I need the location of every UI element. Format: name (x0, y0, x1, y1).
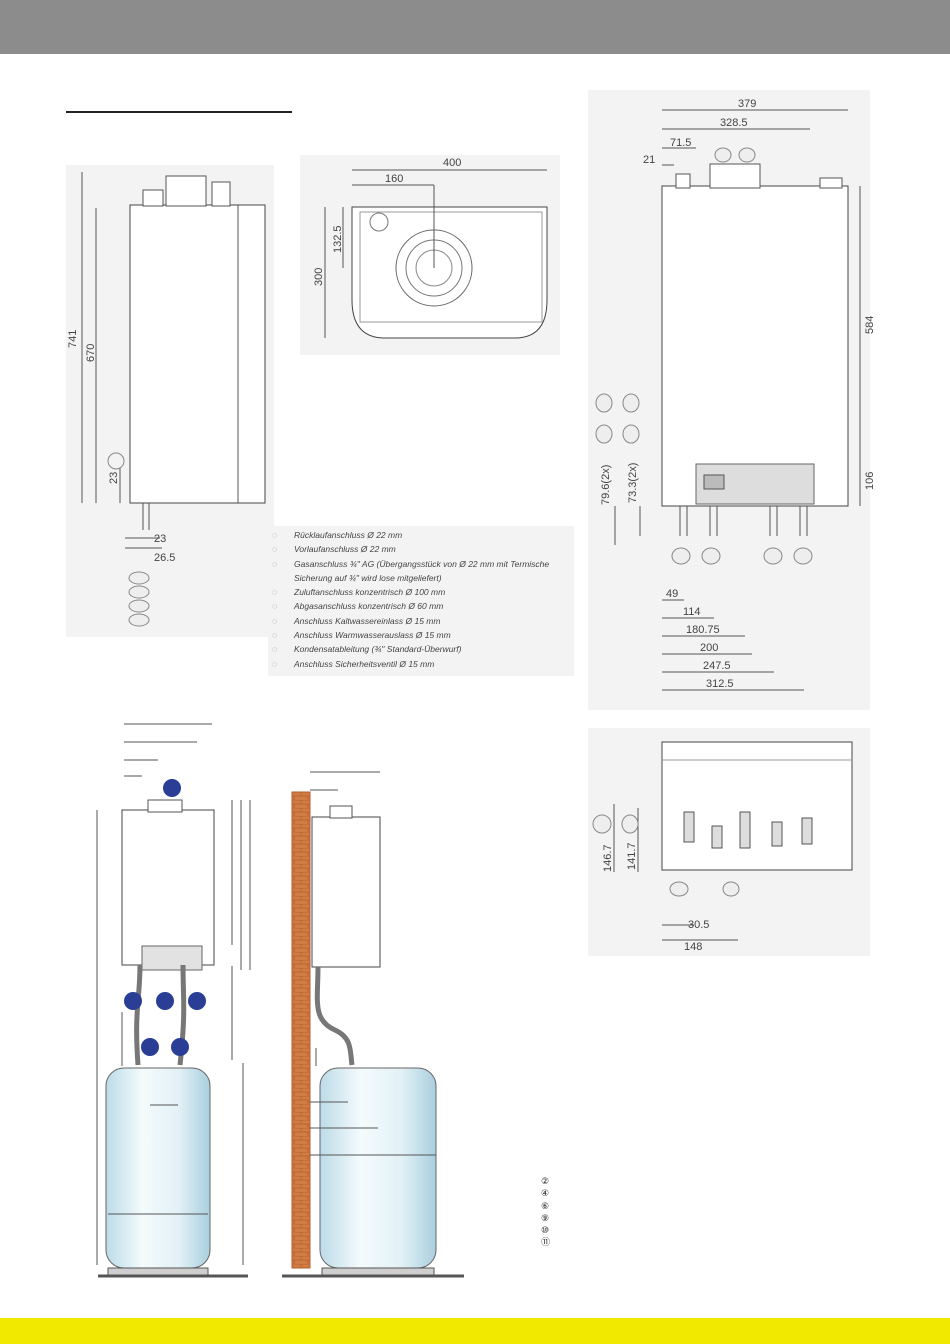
legend-row: ◌ Vorlaufanschluss Ø 22 mm (272, 542, 572, 556)
index-item: ⑥ (541, 1201, 550, 1212)
dim-bottom-depth-b: 141.7 (626, 842, 638, 870)
legend-text: Anschluss Kaltwassereinlass Ø 15 mm (294, 615, 441, 626)
dim-bottom-offset-a: 30.5 (688, 919, 709, 931)
legend-text: Zuluftanschluss konzentrisch Ø 100 mm (294, 587, 446, 598)
dim-top-width: 400 (443, 157, 461, 169)
dim-bottom-offset-b: 148 (684, 941, 702, 953)
dim-body-height: 670 (85, 344, 97, 362)
legend-row: ◌ Rücklaufanschluss Ø 22 mm (272, 528, 572, 542)
dim-top-depth: 300 (313, 268, 325, 286)
legend-text: Gasanschluss ¾" AG (Übergangsstück von Ø… (294, 558, 550, 583)
legend-text: Anschluss Sicherheitsventil Ø 15 mm (294, 658, 435, 669)
legend-text: Kondensatableitung (¾" Standard-Überwurf… (294, 644, 462, 655)
dim-front-x247: 247.5 (703, 660, 731, 672)
installation-connection-badges (124, 779, 206, 1056)
header-bar (0, 0, 950, 54)
side-view-connector-icons (128, 571, 150, 627)
legend-row: ◌ Anschluss Sicherheitsventil Ø 15 mm (272, 657, 572, 671)
dim-front-x114: 114 (683, 606, 701, 618)
dim-front-body-height: 584 (864, 316, 876, 334)
dim-bottom-depth-a: 146.7 (602, 844, 614, 872)
connection-legend: ◌ Rücklaufanschluss Ø 22 mm ◌ Vorlaufansch… (272, 528, 572, 671)
dim-front-left-edge: 21 (643, 154, 655, 166)
legend-text: Anschluss Warmwasserauslass Ø 15 mm (294, 630, 451, 641)
dim-front-conn-height-b: 73.3(2x) (627, 463, 639, 503)
index-item: ⑪ (541, 1238, 551, 1249)
dim-front-x200: 200 (700, 642, 718, 654)
footer-bar (0, 1318, 950, 1344)
hot-water-icon: ◌ (272, 630, 278, 641)
dim-pipe-offset-b: 26.5 (154, 552, 175, 564)
dim-front-x49: 49 (666, 588, 678, 600)
circled-index-list: ② ④ ⑥ ⑨ ⑩ ⑪ (541, 1176, 571, 1250)
dim-flue-offset: 160 (385, 173, 403, 185)
legend-text: Vorlaufanschluss Ø 22 mm (294, 544, 396, 555)
bottom-view-connector-icons (592, 814, 740, 897)
dim-bottom-offset: 23 (108, 472, 120, 484)
cold-water-icon: ◌ (272, 615, 278, 626)
legend-panel (268, 526, 574, 676)
flue-gas-icon: ◌ (272, 601, 278, 612)
return-connection-icon: ◌ (272, 530, 278, 540)
dim-front-x312: 312.5 (706, 678, 734, 690)
dim-front-width: 379 (738, 98, 756, 110)
legend-row: ◌ Anschluss Warmwasserauslass Ø 15 mm (272, 628, 572, 642)
legend-row: ◌ Zuluftanschluss konzentrisch Ø 100 mm (272, 585, 572, 599)
dim-front-lower-height: 106 (864, 472, 876, 490)
legend-row: ◌ Gasanschluss ¾" AG (Übergangsstück von … (272, 557, 572, 586)
legend-row: ◌ Anschluss Kaltwassereinlass Ø 15 mm (272, 614, 572, 628)
dim-pipe-offset-a: 23 (154, 533, 166, 545)
section-title-underline (66, 111, 292, 113)
legend-text: Abgasanschluss konzentrisch Ø 60 mm (294, 601, 444, 612)
legend-text: Rücklaufanschluss Ø 22 mm (294, 530, 403, 540)
dim-flue-depth: 132.5 (332, 225, 344, 253)
safety-valve-icon: ◌ (272, 658, 278, 669)
dim-front-x180: 180.75 (686, 624, 720, 636)
legend-row: ◌ Kondensatableitung (¾" Standard-Überwur… (272, 642, 572, 656)
condensate-icon: ◌ (272, 644, 278, 655)
dim-front-flue-x: 71.5 (670, 137, 691, 149)
dim-front-conn-height-a: 79.6(2x) (600, 465, 612, 505)
legend-row: ◌ Abgasanschluss konzentrisch Ø 60 mm (272, 599, 572, 613)
index-item: ⑩ (541, 1226, 550, 1237)
air-intake-icon: ◌ (272, 587, 278, 598)
gas-connection-icon: ◌ (272, 558, 278, 569)
index-item: ② (541, 1177, 550, 1187)
index-item: ④ (541, 1189, 550, 1200)
dim-total-height: 741 (67, 330, 79, 348)
dim-front-width-inner: 328.5 (720, 117, 748, 129)
front-view-connector-icons (595, 147, 813, 565)
flow-connection-icon: ◌ (272, 544, 278, 555)
index-item: ⑨ (541, 1213, 550, 1224)
